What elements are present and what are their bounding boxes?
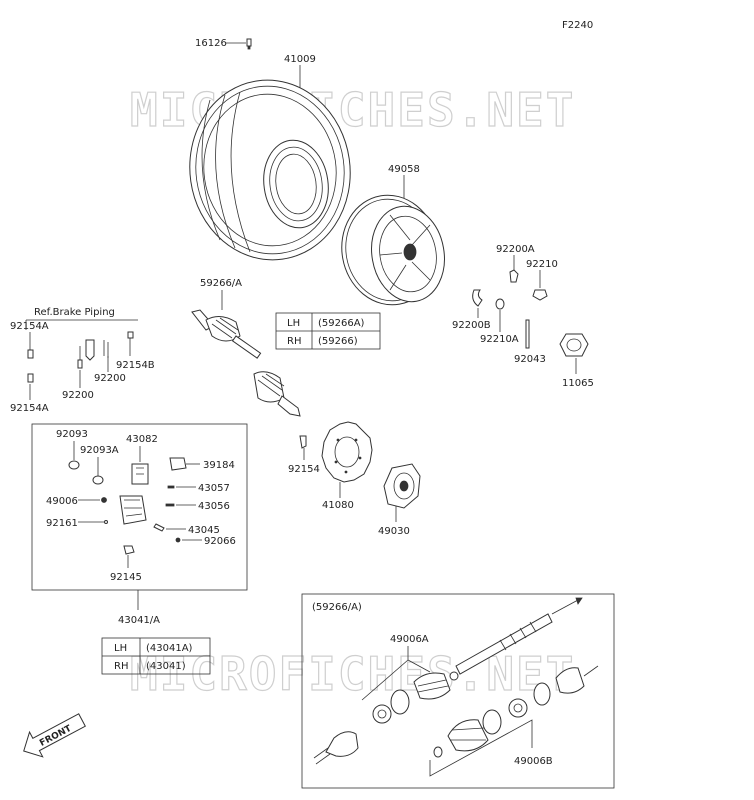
clip-upper-icon[interactable] — [85, 339, 109, 361]
inset-ring-b-icon[interactable] — [482, 709, 502, 735]
label-92066: 92066 — [204, 536, 236, 547]
inset-cage-b-icon[interactable] — [508, 698, 528, 718]
label-92210a: 92210A — [480, 334, 519, 345]
clip-92154a-bottom-icon[interactable] — [27, 373, 34, 383]
bleeder-43045-icon[interactable] — [153, 523, 165, 532]
axle-side-table: LH (59266A) RH (59266) — [275, 312, 381, 350]
label-92154: 92154 — [288, 464, 320, 475]
washer-92210a-icon[interactable] — [495, 298, 505, 310]
stud-92043-icon[interactable] — [525, 319, 530, 349]
wheel-rim-icon[interactable] — [333, 188, 452, 313]
axle-table-rh-part: (59266) — [318, 336, 358, 347]
diagram-id: F2240 — [562, 20, 593, 31]
label-49006: 49006 — [46, 496, 78, 507]
label-92161: 92161 — [46, 518, 78, 529]
label-92145: 92145 — [110, 572, 142, 583]
clip-92145-icon[interactable] — [123, 545, 135, 555]
caliper-table-rh: RH — [114, 661, 128, 672]
hub-49030-icon[interactable] — [383, 463, 421, 509]
pad-43056-icon[interactable] — [165, 503, 175, 507]
clip-92154b-icon[interactable] — [127, 331, 134, 339]
label-92154a-bottom: 92154A — [10, 403, 49, 414]
label-39184: 39184 — [203, 460, 235, 471]
caliper-table-rh-part: (43041) — [146, 661, 186, 672]
label-43056: 43056 — [198, 501, 230, 512]
axle-table-lh: LH — [287, 318, 300, 329]
label-59266a: 59266/A — [200, 278, 242, 289]
label-41080: 41080 — [322, 500, 354, 511]
ref-brake-piping: Ref.Brake Piping — [34, 307, 115, 318]
inset-ring-c-icon[interactable] — [533, 682, 551, 706]
inset-axle-shaft-icon[interactable] — [449, 597, 583, 681]
label-43057: 43057 — [198, 483, 230, 494]
label-43082: 43082 — [126, 434, 158, 445]
label-92154b: 92154B — [116, 360, 155, 371]
label-92093a: 92093A — [80, 445, 119, 456]
label-92210: 92210 — [526, 259, 558, 270]
inset-title: (59266/A) — [312, 602, 362, 613]
caliper-body-icon[interactable] — [119, 495, 147, 525]
inset-small-ring-icon[interactable] — [433, 746, 443, 758]
clip-92154-icon[interactable] — [299, 435, 307, 449]
inset-boot-inner-icon[interactable] — [447, 719, 489, 752]
inset-ring-a-icon[interactable] — [390, 689, 410, 715]
nut-92200a-icon[interactable] — [509, 269, 519, 283]
label-92200a: 92200A — [496, 244, 535, 255]
bracket-43082-icon[interactable] — [131, 463, 149, 485]
watermark-top: MICROFICHES.NET — [130, 83, 575, 137]
label-92043: 92043 — [514, 354, 546, 365]
front-arrow-icon: FRONT — [23, 713, 86, 758]
label-41009: 41009 — [284, 54, 316, 65]
inset-boot-outer-icon[interactable] — [413, 672, 451, 700]
lug-nut-11065-icon[interactable] — [559, 333, 589, 357]
valve-stem-icon[interactable] — [246, 38, 252, 50]
caliper-table-lh-part: (43041A) — [146, 643, 193, 654]
label-16126: 16126 — [195, 38, 227, 49]
label-11065: 11065 — [562, 378, 594, 389]
washer-92200b-icon[interactable] — [472, 289, 483, 307]
label-49030: 49030 — [378, 526, 410, 537]
axle-shaft-icon[interactable] — [191, 309, 301, 417]
label-43045: 43045 — [188, 525, 220, 536]
bolt-49006-icon[interactable] — [101, 497, 107, 503]
cap-92066-icon[interactable] — [175, 537, 181, 543]
inset-cv-joint-outer-icon[interactable] — [313, 731, 359, 765]
label-92200b: 92200B — [452, 320, 491, 331]
brake-disc-icon[interactable] — [321, 421, 373, 483]
axle-inset-box — [301, 593, 615, 789]
tire-icon[interactable] — [178, 70, 361, 271]
caliper-parts-box — [31, 423, 248, 591]
pad-spring-39184-icon[interactable] — [169, 457, 187, 471]
axle-table-rh: RH — [287, 336, 301, 347]
nut-92210-icon[interactable] — [532, 289, 548, 301]
clip-92200-left-icon[interactable] — [77, 359, 83, 369]
seal-92093-icon[interactable] — [68, 460, 80, 470]
plug-92161-icon[interactable] — [104, 520, 108, 524]
label-92154a-top: 92154A — [10, 321, 49, 332]
label-43041a: 43041/A — [118, 615, 160, 626]
axle-table-lh-part: (59266A) — [318, 318, 365, 329]
label-92200-left: 92200 — [62, 390, 94, 401]
label-92093: 92093 — [56, 429, 88, 440]
caliper-side-table: LH (43041A) RH (43041) — [101, 637, 211, 675]
pin-43057-icon[interactable] — [167, 485, 175, 489]
label-49006a: 49006A — [390, 634, 429, 645]
inset-cage-a-icon[interactable] — [372, 704, 392, 724]
label-92200-right: 92200 — [94, 373, 126, 384]
label-49006b: 49006B — [514, 756, 553, 767]
inset-cv-joint-inner-icon[interactable] — [555, 665, 599, 694]
label-49058: 49058 — [388, 164, 420, 175]
caliper-table-lh: LH — [114, 643, 127, 654]
clip-92154a-top-icon[interactable] — [27, 349, 34, 359]
seal-92093a-icon[interactable] — [92, 475, 104, 485]
